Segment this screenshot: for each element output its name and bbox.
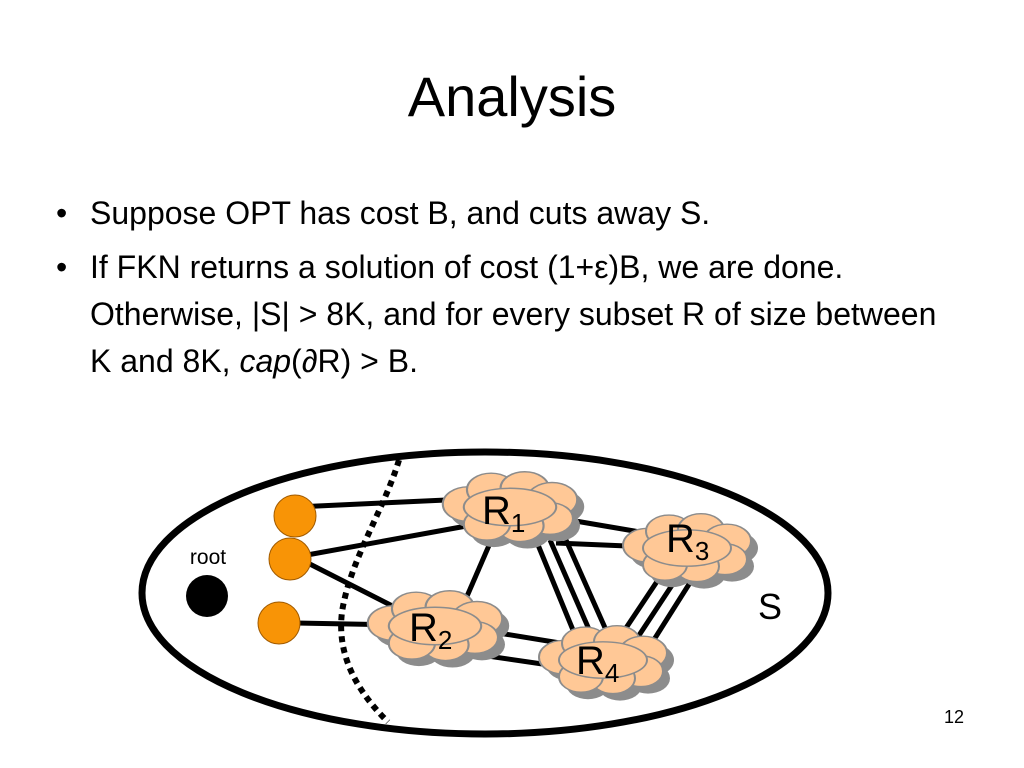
cloud-label-r2: R2 <box>409 606 452 655</box>
set-s-label: S <box>758 586 782 627</box>
cloud-subscript: 2 <box>438 625 452 655</box>
cloud-label-r3: R3 <box>666 517 709 566</box>
bullet-item: • Suppose OPT has cost B, and cuts away … <box>56 190 956 237</box>
root-label: root <box>190 546 226 569</box>
bullet-text: (∂R) > B. <box>291 343 418 379</box>
cloud-letter: R <box>576 639 605 683</box>
edge <box>295 522 473 560</box>
bullet-dot: • <box>56 249 68 285</box>
cloud-subscript: 4 <box>605 658 619 688</box>
bullet-dot: • <box>56 195 68 231</box>
set-s-ellipse <box>138 448 832 738</box>
cloud-label-r4: R4 <box>576 639 619 688</box>
bullet-text-italic: cap <box>239 343 292 379</box>
slide-number: 12 <box>943 707 964 727</box>
cloud-label-r1: R1 <box>482 489 525 538</box>
bullet-list: • Suppose OPT has cost B, and cuts away … <box>56 190 956 392</box>
root-node <box>186 575 228 617</box>
bullet-text: Suppose OPT has cost B, and cuts away S. <box>90 195 711 231</box>
orange-node <box>257 601 301 645</box>
slide-title: Analysis <box>407 65 617 128</box>
orange-node <box>268 537 312 581</box>
cut-line <box>338 459 402 725</box>
cloud-letter: R <box>482 489 511 533</box>
cloud-subscript: 1 <box>511 508 525 538</box>
cloud-subscript: 3 <box>695 536 709 566</box>
cloud-letter: R <box>666 517 695 561</box>
bullet-item: • If FKN returns a solution of cost (1+ε… <box>56 244 956 385</box>
orange-node <box>273 494 317 538</box>
bullet-text: If FKN returns a solution of cost (1+ε)B… <box>90 249 937 379</box>
cloud-letter: R <box>409 606 438 650</box>
